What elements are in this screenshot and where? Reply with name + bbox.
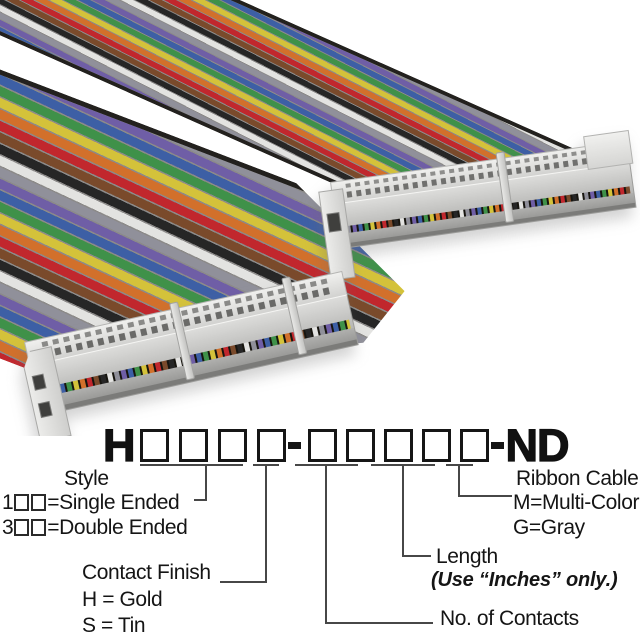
part-number-suffix: ND	[505, 420, 570, 471]
callout-line-length	[403, 555, 431, 557]
part-number-prefix: H	[102, 420, 136, 471]
length-note: (Use “Inches” only.)	[431, 569, 618, 591]
part-number-box	[383, 429, 413, 462]
contact-finish-option-gold: H = Gold	[82, 588, 163, 611]
contact-finish-option-tin: S = Tin	[82, 614, 146, 637]
callout-line-contact-finish	[265, 464, 267, 583]
callout-line-contacts	[325, 464, 327, 624]
style-option-label: =Single Ended	[47, 491, 180, 514]
part-number-box	[421, 429, 451, 462]
style-option-prefix: 3	[2, 516, 14, 539]
digit-box-icon	[31, 519, 47, 536]
part-number-row: H ND	[102, 420, 570, 471]
part-number-box	[139, 429, 169, 462]
style-option-double: 3 =Double Ended	[2, 516, 188, 541]
digit-box-icon	[31, 494, 47, 511]
part-number-box	[178, 429, 208, 462]
part-number-box	[345, 429, 375, 462]
callout-line-contacts	[326, 622, 433, 624]
contacts-title: No. of Contacts	[440, 607, 579, 630]
style-option-label: =Double Ended	[47, 516, 188, 539]
part-number-box	[459, 429, 489, 462]
callout-line-contact-finish	[220, 581, 267, 583]
contact-finish-title: Contact Finish	[82, 561, 211, 584]
ribbon-cable-title: Ribbon Cable	[516, 467, 639, 490]
connector-far-end-cap	[583, 129, 634, 170]
callout-line-style	[205, 464, 207, 501]
digit-box-icon	[14, 519, 30, 536]
part-number-box	[256, 429, 286, 462]
polarizing-key-slot	[326, 212, 342, 233]
length-title: Length	[436, 545, 498, 568]
callout-line-ribbon	[459, 495, 512, 497]
polarizing-key-slot	[32, 374, 47, 391]
polarizing-key-slot	[38, 401, 53, 418]
callout-line-ribbon	[458, 464, 460, 497]
part-number-dash	[490, 442, 504, 449]
style-option-prefix: 1	[2, 491, 14, 514]
ribbon-option-gray: G=Gray	[513, 516, 585, 539]
digit-box-icon	[14, 494, 30, 511]
part-number-box	[217, 429, 247, 462]
part-number-box	[307, 429, 337, 462]
callout-line-style	[194, 499, 207, 501]
style-title: Style	[64, 467, 109, 490]
style-option-single: 1 =Single Ended	[2, 491, 180, 516]
ribbon-option-multicolor: M=Multi-Color	[513, 491, 640, 514]
callout-line-length	[402, 464, 404, 557]
callout-line-style	[140, 464, 243, 466]
ribbon-cable-photo	[0, 0, 637, 436]
part-number-dash	[287, 442, 301, 449]
